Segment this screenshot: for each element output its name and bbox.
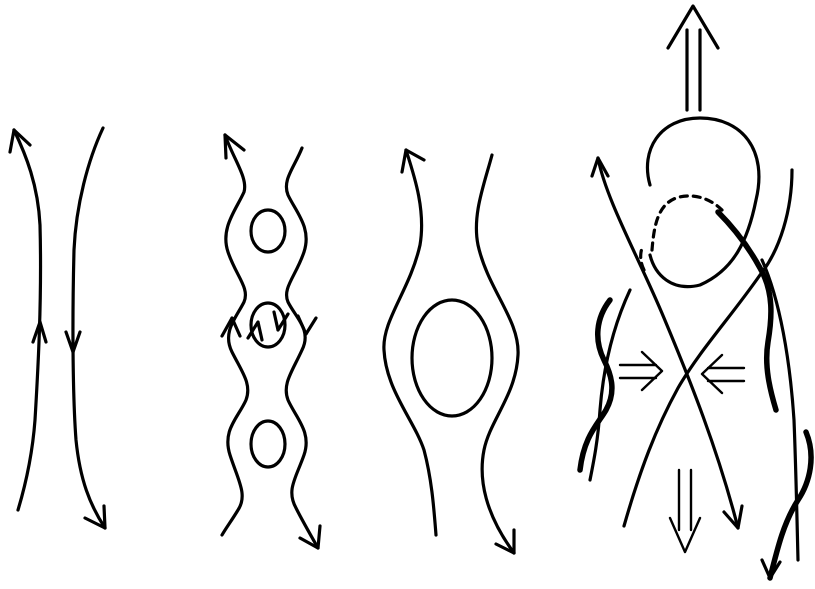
inward-arrow-right [702,355,744,393]
left-vortex-line [14,130,41,510]
vortex-ring-top [251,210,285,252]
arrowhead-middle-right [298,316,316,334]
right-vortex-line [73,128,105,528]
ejected-vortex-ring [647,118,758,287]
vortex-ring-bottom [251,421,285,467]
right-sinuous-line [286,148,318,548]
right-bulging-line [476,155,518,553]
panel-3 [384,150,518,553]
panel-1 [10,128,105,528]
ring-hidden-part-dashed [652,196,722,250]
left-bulging-line [384,150,436,535]
inward-arrow-left [620,352,662,390]
up-double-arrow-shaft [687,30,700,110]
bold-wavy-bottom-right [770,432,811,578]
panel-4 [580,6,811,578]
left-sinuous-line [222,135,248,535]
central-vortex-ring [412,300,492,416]
down-double-arrow [670,470,700,552]
up-double-arrow-head [668,6,718,48]
panel-2 [222,135,320,548]
